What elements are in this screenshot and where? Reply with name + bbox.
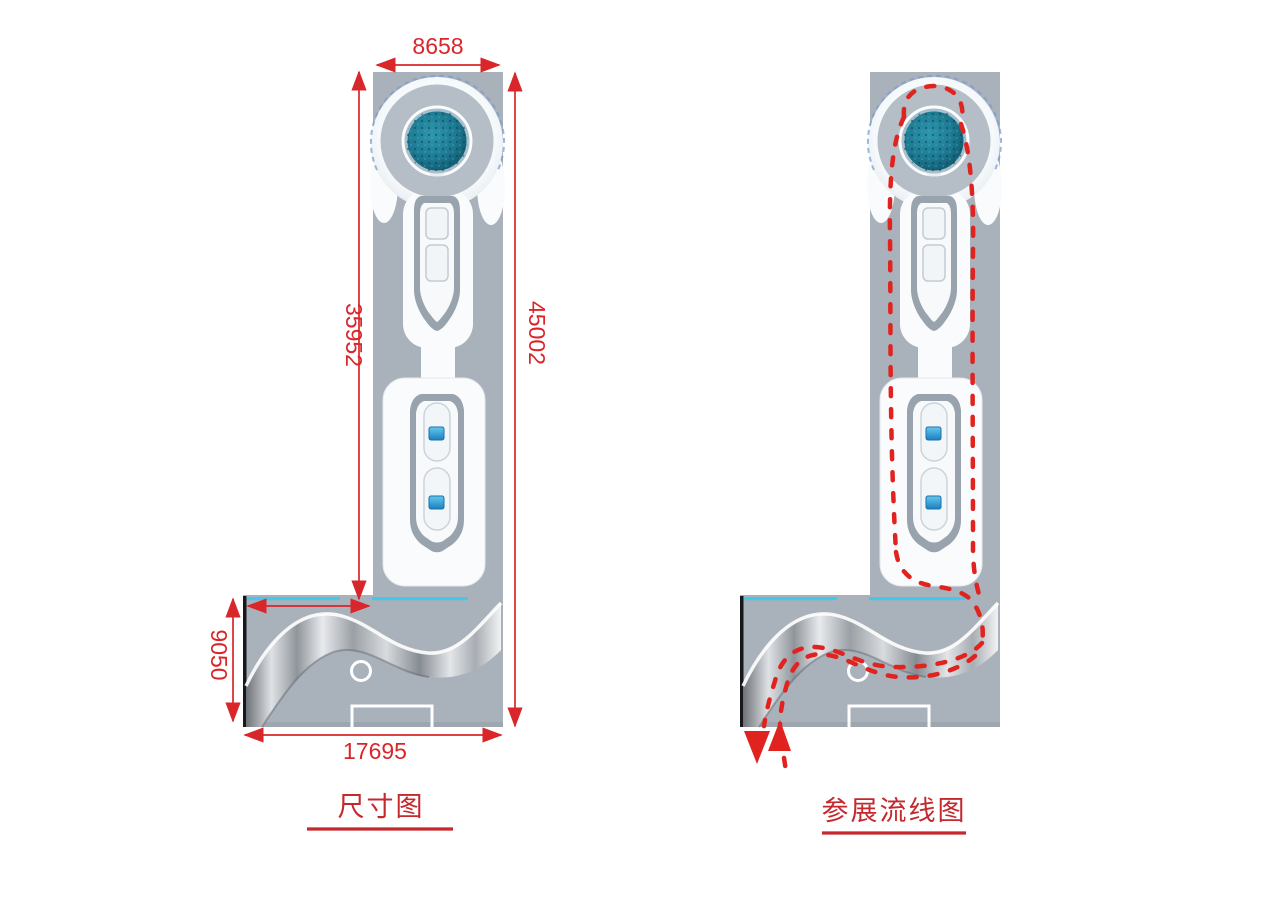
caption-flow-view: 参展流线图: [822, 796, 967, 826]
dim-total-height: 45002: [524, 301, 550, 365]
floorplan-dimension-view: 8658 45002 35952 9050 17695 尺寸图: [206, 33, 550, 831]
dimension-lines: [225, 57, 523, 743]
floorplan-right: [740, 72, 1002, 727]
dim-upper-height: 35952: [341, 303, 367, 367]
floorplan-left: [243, 72, 505, 727]
flow-path: [761, 83, 985, 774]
caption-dimension-view: 尺寸图: [338, 792, 425, 822]
flow-entry-arrow: [768, 720, 791, 751]
dim-top-width: 8658: [412, 33, 463, 59]
dim-bottom-width: 17695: [343, 738, 407, 764]
dim-lower-height: 9050: [206, 629, 232, 680]
floorplan-flow-view: 参展流线图: [740, 72, 1002, 835]
flow-exit-arrow: [744, 731, 770, 764]
